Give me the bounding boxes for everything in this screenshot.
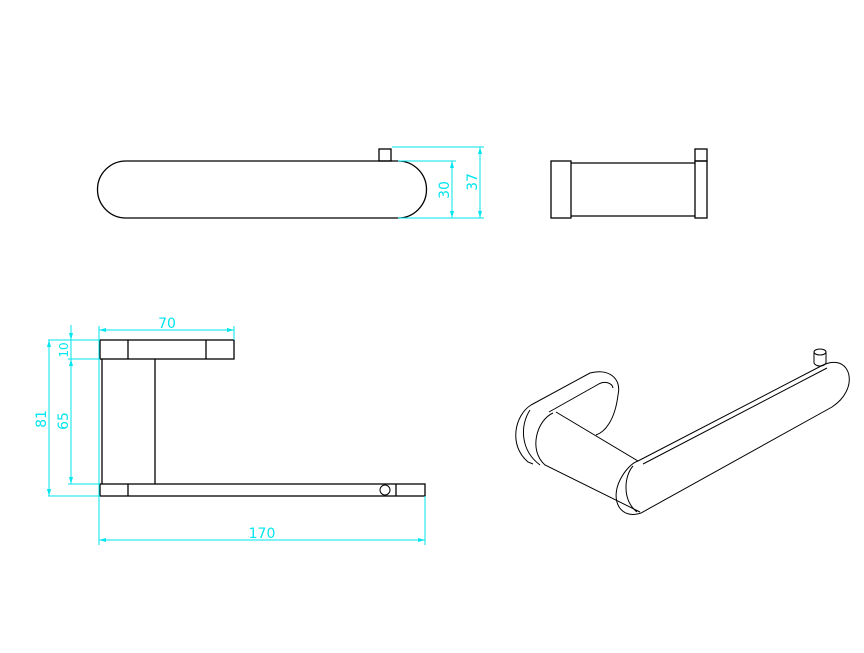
dim-overall-length: 170 xyxy=(249,526,276,542)
dim-body-height: 30 xyxy=(437,181,453,199)
isometric-view xyxy=(515,348,850,515)
front-view: 70 10 65 81 170 xyxy=(34,316,426,545)
dim-plate-thickness: 10 xyxy=(57,342,71,357)
dim-overall-height: 81 xyxy=(34,410,50,428)
dim-overall-height-top: 37 xyxy=(465,173,481,191)
top-view: 30 37 xyxy=(96,146,484,219)
dim-inner-height: 65 xyxy=(56,412,72,430)
dim-top-width: 70 xyxy=(158,316,176,332)
side-view xyxy=(550,148,708,219)
